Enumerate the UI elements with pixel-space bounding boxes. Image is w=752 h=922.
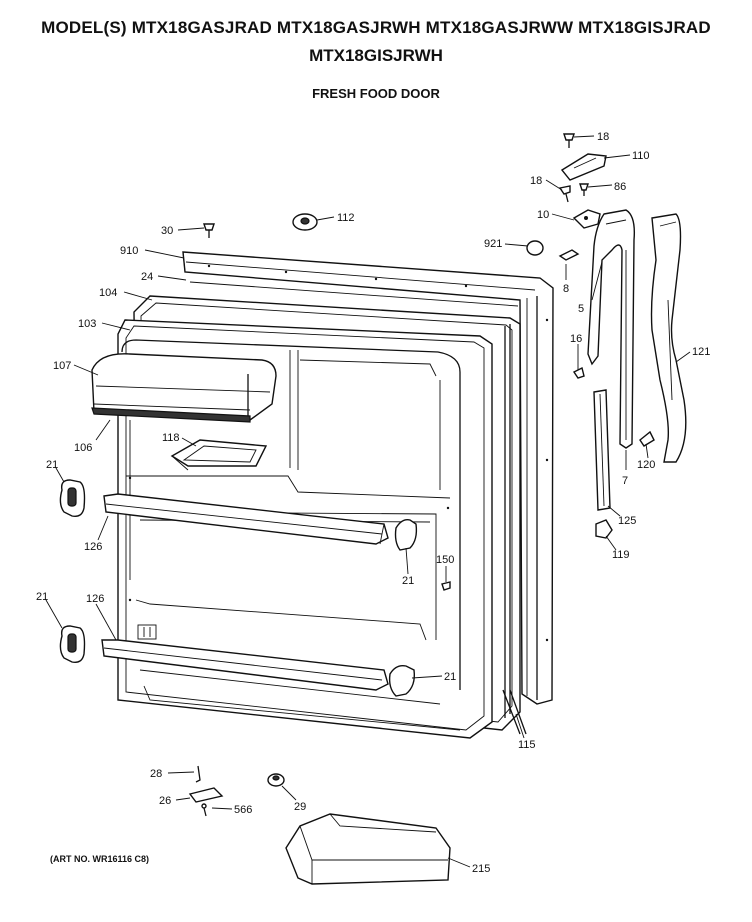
section-title: FRESH FOOD DOOR: [312, 86, 440, 101]
callout-18: 18: [597, 131, 609, 143]
callout-118: 118: [162, 432, 180, 444]
callout-121: 121: [692, 346, 710, 358]
hinge-cover-110: [560, 153, 607, 181]
door-bin-215: [285, 813, 451, 885]
callout-115: 115: [518, 739, 536, 751]
callout-215: 215: [472, 863, 490, 875]
grommet-29: [267, 773, 285, 787]
callout-21: 21: [444, 671, 456, 683]
end-cap-120: [639, 430, 655, 447]
callout-119: 119: [612, 549, 630, 561]
shelf-end-caps: [59, 479, 418, 697]
callout-5: 5: [578, 303, 584, 315]
callout-112: 112: [337, 212, 355, 224]
butter-tray: [170, 439, 268, 471]
model-list-continued: MTX18GISJRWH: [309, 46, 443, 65]
callout-566: 566: [234, 804, 252, 816]
callout-921: 921: [484, 238, 502, 250]
callout-86: 86: [614, 181, 626, 193]
callout-125: 125: [618, 515, 636, 527]
callout-7: 7: [622, 475, 628, 487]
clip-28: [195, 765, 201, 783]
callout-8: 8: [563, 283, 569, 295]
model-list: MODEL(S) MTX18GASJRAD MTX18GASJRWH MTX18…: [41, 18, 711, 37]
callout-16: 16: [570, 333, 582, 345]
callout-10: 10: [537, 209, 549, 221]
callout-106: 106: [74, 442, 92, 454]
callout-126: 126: [86, 593, 104, 605]
handle-bar-125: [593, 389, 611, 511]
callout-103: 103: [78, 318, 96, 330]
dairy-door: [91, 353, 277, 423]
callout-910: 910: [120, 245, 138, 257]
callout-104: 104: [99, 287, 117, 299]
plug-921: [526, 240, 544, 256]
screw-566: [201, 803, 207, 817]
plug-112: [292, 213, 318, 231]
callout-120: 120: [637, 459, 655, 471]
screw-18-top: [563, 133, 575, 148]
callout-21: 21: [46, 459, 58, 471]
cap-119: [595, 519, 613, 539]
callout-28: 28: [150, 768, 162, 780]
callout-21: 21: [36, 591, 48, 603]
gasket-strip-115: [502, 689, 527, 735]
callout-150: 150: [436, 554, 454, 566]
callout-30: 30: [161, 225, 173, 237]
screw-30: [203, 223, 215, 238]
bracket-8: [558, 249, 580, 261]
screw-16: [572, 366, 585, 379]
art-number: (ART NO. WR16116 C8): [50, 854, 150, 864]
lower-shelf-bar: [101, 639, 389, 691]
callout-numbers: 18 110 18 86 10 30 112 910 921 8 24 104 …: [36, 131, 710, 875]
callout-21: 21: [402, 575, 414, 587]
callout-29: 29: [294, 801, 306, 813]
callout-26: 26: [159, 795, 171, 807]
callout-24: 24: [141, 271, 153, 283]
screw-18-86: [558, 183, 589, 203]
upper-shelf-bar: [103, 493, 389, 545]
handle-trim-121: [650, 213, 687, 463]
leader-lines: [45, 135, 691, 868]
hinge-10: [572, 209, 601, 229]
callout-110: 110: [632, 150, 650, 162]
callout-126: 126: [84, 541, 102, 553]
outer-door-panel: [182, 251, 554, 705]
callout-18: 18: [530, 175, 542, 187]
bracket-26: [188, 787, 224, 803]
callout-107: 107: [53, 360, 71, 372]
screw-150: [441, 581, 451, 591]
